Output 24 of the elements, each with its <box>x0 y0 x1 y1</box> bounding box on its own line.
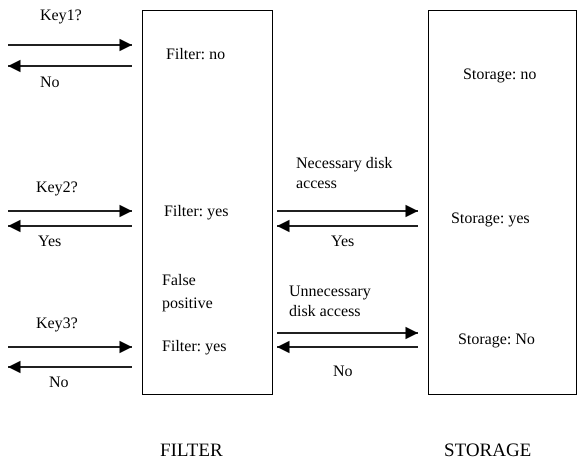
arrow <box>8 38 132 52</box>
edge-label: Key1? <box>40 6 82 26</box>
box-text: Storage: No <box>458 330 535 349</box>
edge-label: Key3? <box>36 314 78 334</box>
box-caption: FILTER <box>160 440 223 462</box>
arrow <box>277 204 418 218</box>
box-text: Storage: yes <box>451 209 530 228</box>
arrow <box>8 60 132 72</box>
box-text: False positive <box>162 271 214 314</box>
box-text: Filter: yes <box>164 202 228 221</box>
box-text: Filter: yes <box>162 337 226 356</box>
filter-box <box>142 10 273 395</box>
edge-label: Key2? <box>36 178 78 198</box>
box-text: Storage: no <box>463 65 536 84</box>
box-caption: STORAGE <box>444 440 532 462</box>
arrow <box>8 340 132 354</box>
arrow <box>8 204 132 218</box>
arrow <box>277 220 418 232</box>
storage-box <box>428 10 577 395</box>
arrow <box>277 340 418 354</box>
arrow <box>8 220 132 232</box>
box-text: Filter: no <box>166 45 226 64</box>
arrow <box>8 360 132 374</box>
arrow <box>277 326 418 340</box>
